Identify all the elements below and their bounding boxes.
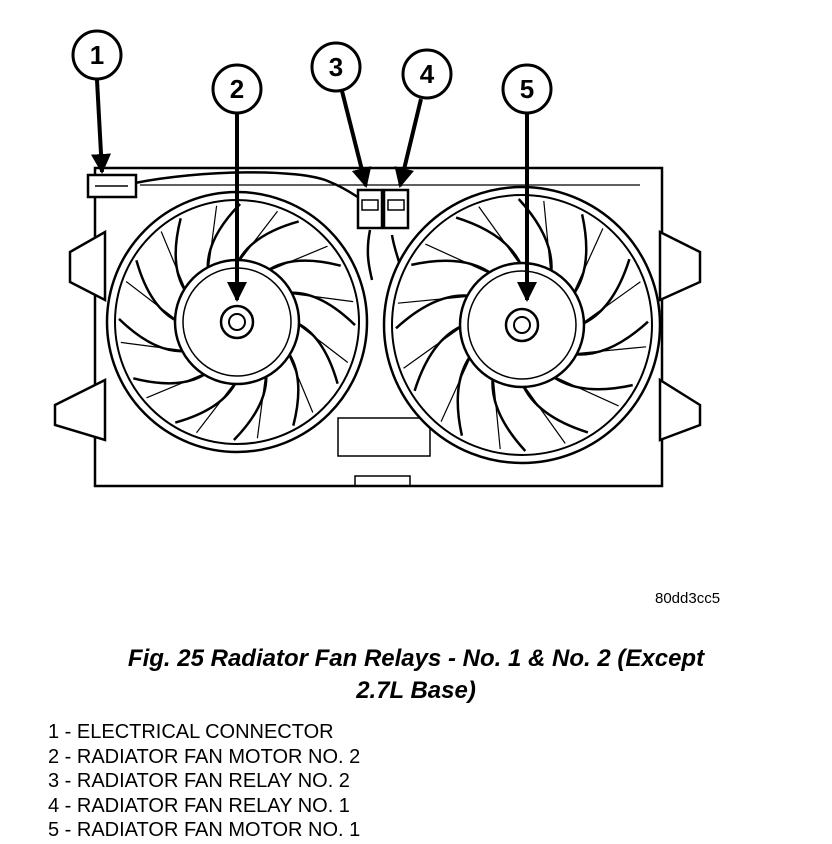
fan-blade — [520, 382, 589, 434]
legend-item: 3 - RADIATOR FAN RELAY NO. 2 — [48, 770, 350, 792]
fan-blade-edge — [196, 379, 238, 434]
figure-id: 80dd3cc5 — [655, 590, 721, 607]
callout-5: 5 — [501, 63, 553, 115]
fan-blade — [550, 374, 633, 391]
fan-blade — [135, 259, 180, 324]
fan-blade-edge — [478, 206, 523, 268]
leader-lines — [91, 79, 537, 302]
motor-hub — [219, 304, 255, 340]
fan-blade — [579, 258, 631, 327]
fan-blade-edge — [286, 350, 314, 413]
svg-text:2: 2 — [230, 74, 244, 104]
legend-item: 5 - RADIATOR FAN MOTOR NO. 1 — [48, 819, 361, 841]
motor-shaft — [228, 313, 246, 331]
svg-text:3: 3 — [329, 52, 343, 82]
fan-blade — [132, 371, 209, 385]
fan-blade-edge — [550, 374, 619, 407]
fan-blade-edge — [492, 375, 501, 450]
callout-2: 2 — [211, 63, 263, 115]
fan-blade — [491, 375, 527, 452]
fan-blade-edge — [543, 200, 552, 275]
fan-blade-edge — [440, 353, 473, 422]
fan-assembly-diagram: 1 2 3 4 5 — [53, 29, 702, 488]
fan-blade-edge — [521, 382, 566, 444]
fan-blade — [411, 259, 494, 276]
fan-blade — [174, 217, 188, 294]
fan-motor-no-1 — [382, 185, 662, 465]
callout-3: 3 — [310, 41, 362, 93]
fan-blade-edge — [572, 346, 647, 355]
electrical-connector — [86, 173, 138, 199]
svg-text:4: 4 — [420, 59, 435, 89]
fan-ring-inner — [391, 194, 653, 456]
fan-blade-edge — [146, 371, 209, 399]
fan-blade-edge — [236, 210, 278, 265]
fan-blade-edge — [256, 372, 267, 439]
fan-relay-no-1 — [382, 188, 410, 230]
callout-4: 4 — [401, 48, 453, 100]
fan-blade-edge — [125, 281, 180, 323]
motor-housing-rim — [467, 270, 577, 380]
fan-blade-edge — [120, 341, 187, 352]
fan-blade — [265, 259, 342, 273]
fan-blade — [286, 350, 300, 427]
legend-item: 4 - RADIATOR FAN RELAY NO. 1 — [48, 794, 350, 817]
fan-blade-edge — [403, 324, 465, 369]
motor-shaft — [513, 316, 531, 334]
fan-blade-edge — [571, 228, 604, 297]
legend: 1 - ELECTRICAL CONNECTOR 2 - RADIATOR FA… — [48, 720, 360, 843]
svg-text:1: 1 — [90, 40, 104, 70]
fan-blade — [455, 216, 524, 268]
fan-blade-edge — [579, 281, 641, 326]
fan-blade — [233, 372, 268, 441]
fan-blade-edge — [397, 295, 472, 304]
fan-blade — [395, 294, 472, 330]
callout-1: 1 — [71, 29, 123, 81]
fan-motor-no-2 — [105, 190, 369, 454]
fan-blade-edge — [287, 292, 354, 303]
figure-caption: Fig. 25 Radiator Fan Relays - No. 1 & No… — [0, 643, 832, 707]
fan-blade — [571, 214, 588, 297]
fan-blade — [294, 320, 339, 385]
fan-relay-no-2 — [356, 188, 384, 230]
fan-blade — [456, 353, 473, 436]
fan-blade-edge — [425, 243, 494, 276]
fan-blade-edge — [294, 321, 349, 363]
legend-item: 1 - ELECTRICAL CONNECTOR — [48, 721, 334, 743]
fan-blade-edge — [207, 205, 218, 272]
fan-blade — [174, 379, 239, 424]
fan-blade — [118, 318, 187, 353]
fan-blade — [287, 291, 356, 326]
fan-blade-edge — [160, 231, 188, 294]
motor-hub — [504, 307, 540, 343]
fan-blade-edge — [265, 245, 328, 273]
fan-blade — [413, 323, 465, 392]
svg-text:5: 5 — [520, 74, 534, 104]
caption-line-1: Fig. 25 Radiator Fan Relays - No. 1 & No… — [127, 645, 705, 672]
legend-item: 2 - RADIATOR FAN MOTOR NO. 2 — [48, 745, 361, 768]
fan-blade — [572, 320, 649, 356]
fan-blade — [235, 220, 300, 265]
fan-blade — [206, 203, 241, 272]
caption-line-2: 2.7L Base) — [356, 677, 476, 704]
